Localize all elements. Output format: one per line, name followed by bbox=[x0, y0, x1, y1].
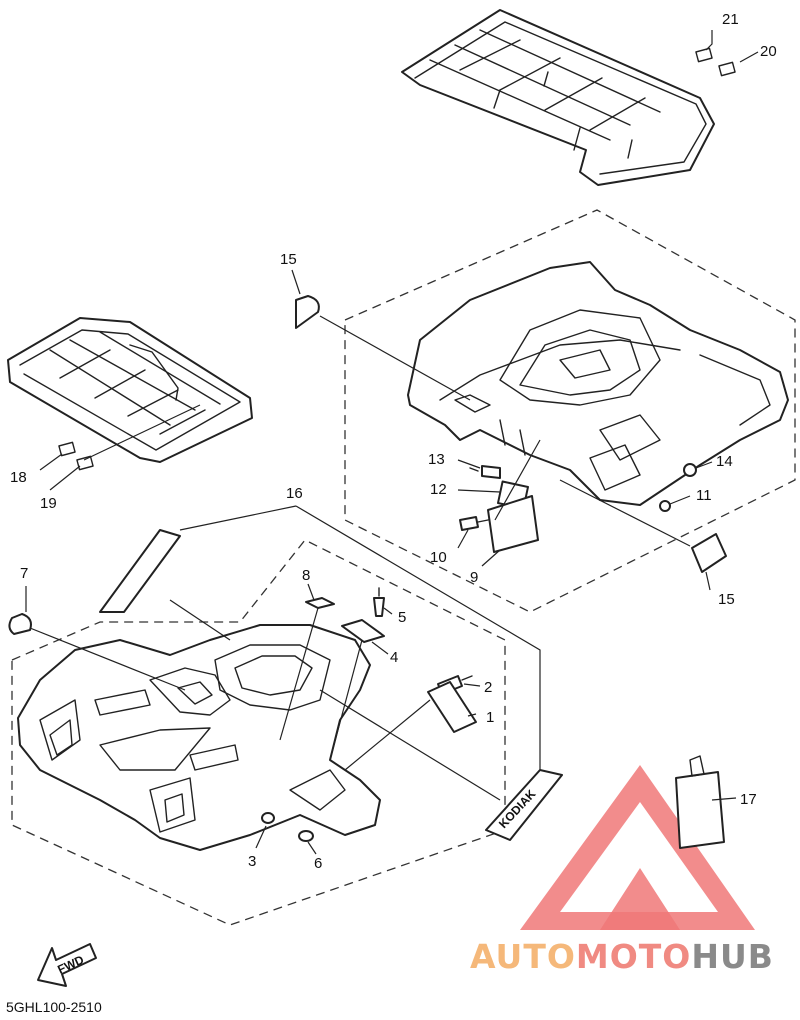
label-17 bbox=[675, 771, 725, 849]
watermark-text: AUTOMOTOHUB bbox=[470, 937, 774, 976]
washer-3 bbox=[261, 812, 275, 824]
front-fender bbox=[17, 624, 381, 851]
fwd-arrow-icon: FWD bbox=[37, 943, 97, 987]
plate-1 bbox=[427, 681, 477, 733]
decal-16-strip bbox=[99, 529, 181, 613]
callout-18: 18 bbox=[10, 469, 27, 486]
fwd-label: FWD bbox=[55, 952, 86, 976]
callout-9: 9 bbox=[470, 569, 478, 586]
front-carrier-label-19 bbox=[76, 455, 94, 471]
grommet-6 bbox=[298, 830, 314, 842]
screw-13 bbox=[469, 465, 501, 479]
mudflap-9 bbox=[487, 495, 539, 553]
callout-12: 12 bbox=[430, 481, 447, 498]
front-carrier bbox=[7, 317, 253, 463]
decal-16-kodiak: KODIAK bbox=[485, 769, 563, 841]
emblem-15-rear bbox=[691, 533, 727, 573]
emblem-7 bbox=[8, 613, 32, 635]
callout-7: 7 bbox=[20, 565, 28, 582]
callout-10: 10 bbox=[430, 549, 447, 566]
watermark-logo bbox=[520, 765, 755, 930]
emblem-15-front bbox=[295, 295, 320, 329]
callout-14: 14 bbox=[716, 453, 733, 470]
callout-3: 3 bbox=[248, 853, 256, 870]
label-17-tab bbox=[689, 755, 705, 777]
watermark-moto: MOTO bbox=[576, 937, 691, 976]
callout-21: 21 bbox=[722, 11, 739, 28]
rear-carrier bbox=[401, 9, 715, 186]
washer-11 bbox=[659, 500, 671, 512]
callout-6: 6 bbox=[314, 855, 322, 872]
rivet-5 bbox=[373, 587, 385, 617]
front-carrier-label-18 bbox=[58, 441, 76, 457]
callout-16: 16 bbox=[286, 485, 303, 502]
callout-2: 2 bbox=[484, 679, 492, 696]
plate-4 bbox=[341, 619, 385, 643]
callout-8: 8 bbox=[302, 567, 310, 584]
rivet-10 bbox=[459, 516, 489, 531]
leader-lines bbox=[25, 30, 759, 855]
callout-1: 1 bbox=[486, 709, 494, 726]
rear-fender-group-outline bbox=[344, 209, 796, 613]
callout-5: 5 bbox=[398, 609, 406, 626]
callout-19: 19 bbox=[40, 495, 57, 512]
watermark-hub: HUB bbox=[691, 937, 774, 976]
rear-carrier-label-21 bbox=[695, 47, 713, 63]
callout-20: 20 bbox=[760, 43, 777, 60]
watermark-auto: AUTO bbox=[470, 937, 576, 976]
label-8 bbox=[305, 597, 335, 609]
callout-15-top: 15 bbox=[280, 251, 297, 268]
front-fender-group-outline bbox=[11, 539, 506, 926]
callout-13: 13 bbox=[428, 451, 445, 468]
callout-17: 17 bbox=[740, 791, 757, 808]
washer-14 bbox=[683, 463, 697, 477]
callout-15-rear: 15 bbox=[718, 591, 735, 608]
callout-4: 4 bbox=[390, 649, 398, 666]
rear-carrier-label-20 bbox=[718, 61, 736, 77]
diagram-code: 5GHL100-2510 bbox=[6, 999, 102, 1015]
callout-11: 11 bbox=[696, 487, 712, 504]
